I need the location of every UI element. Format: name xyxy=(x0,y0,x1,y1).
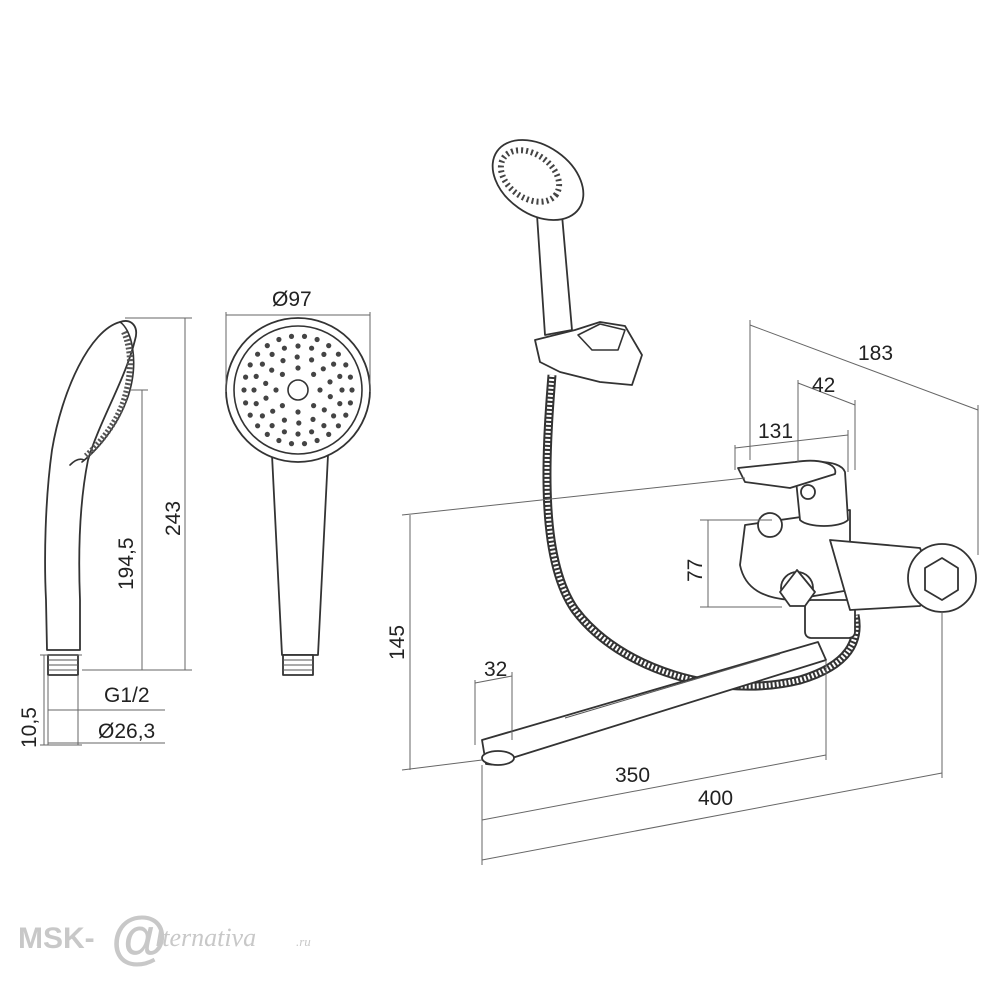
nozzle-dot xyxy=(335,351,341,357)
dim-inner-height-label: 194,5 xyxy=(115,537,138,590)
nozzle-dot xyxy=(259,413,265,419)
nozzle-dot xyxy=(241,387,247,393)
nozzle-dot xyxy=(255,423,261,429)
nozzle-dot xyxy=(296,420,302,426)
nozzle-dot xyxy=(269,351,275,357)
nozzle-dot xyxy=(251,387,257,393)
nozzle-dot xyxy=(281,345,287,351)
handshower-side-view xyxy=(44,320,137,676)
watermark-emblem: @ xyxy=(110,906,167,971)
nozzle-dot xyxy=(255,351,261,357)
nozzle-dot xyxy=(314,336,320,343)
nozzle-dot xyxy=(343,412,349,418)
watermark-prefix: MSK- xyxy=(18,922,95,955)
nozzle-dot xyxy=(280,358,286,364)
nozzle-dot xyxy=(263,395,269,401)
nozzle-dot xyxy=(309,429,315,435)
dim-connector-diameter-label: Ø26,3 xyxy=(98,720,155,743)
watermark-domain: .ru xyxy=(296,934,311,949)
nozzle-dot xyxy=(247,412,253,418)
nozzle-dot xyxy=(311,371,317,377)
nozzle-dot xyxy=(270,408,276,414)
nozzle-dot xyxy=(321,351,327,357)
nozzle-dot xyxy=(276,437,282,444)
nozzle-dot xyxy=(301,441,308,447)
nozzle-dot xyxy=(295,365,301,371)
dim-head-diameter-label: Ø97 xyxy=(272,288,312,311)
nozzle-dot xyxy=(349,387,355,393)
spray-nozzles xyxy=(241,333,355,447)
nozzle-dot xyxy=(269,423,275,429)
mixer-spout xyxy=(481,641,827,766)
nozzle-dot xyxy=(247,362,253,368)
nozzle-dot xyxy=(253,401,259,407)
nozzle-dot xyxy=(276,336,282,343)
wall-holder xyxy=(534,321,643,386)
handshower-side-dimensions xyxy=(40,317,192,746)
dim-overall-length-label: 400 xyxy=(698,787,733,810)
nozzle-dot xyxy=(301,333,308,339)
nozzle-dot xyxy=(326,343,332,349)
nozzle-dot xyxy=(295,409,301,415)
nozzle-dot xyxy=(294,354,300,360)
nozzle-dot xyxy=(331,361,337,367)
nozzle-dot xyxy=(335,423,341,429)
nozzle-dot xyxy=(331,413,337,419)
nozzle-dot xyxy=(347,374,353,380)
nozzle-dot xyxy=(281,429,287,435)
nozzle-dot xyxy=(279,371,285,377)
nozzle-dot xyxy=(337,373,343,379)
nozzle-dot xyxy=(288,441,295,447)
dim-spout-width-label: 32 xyxy=(484,658,507,681)
shower-hose xyxy=(542,374,861,691)
nozzle-dot xyxy=(310,416,316,422)
dim-connector-height-label: 10,5 xyxy=(18,707,41,748)
nozzle-dot xyxy=(263,380,269,386)
nozzle-dot xyxy=(339,387,345,393)
dim-body-height-label: 77 xyxy=(684,559,707,582)
nozzle-dot xyxy=(320,366,326,372)
nozzle-dot xyxy=(309,357,315,363)
nozzle-dot xyxy=(253,373,259,379)
dim-depth-body-label: 131 xyxy=(758,420,793,443)
nozzle-dot xyxy=(321,423,327,429)
nozzle-dot xyxy=(288,333,295,339)
dim-thread-label: G1/2 xyxy=(104,684,150,707)
dim-total-height-label: 243 xyxy=(162,501,185,536)
nozzle-dot xyxy=(273,387,279,393)
nozzle-dot xyxy=(347,400,353,406)
dim-depth-total-label: 183 xyxy=(858,342,893,365)
watermark-logo: MSK- @ lternativa .ru xyxy=(18,906,311,971)
nozzle-dot xyxy=(311,403,317,409)
nozzle-dot xyxy=(327,379,333,385)
nozzle-dot xyxy=(327,394,333,400)
nozzle-dot xyxy=(264,343,270,349)
nozzle-dot xyxy=(343,362,349,368)
nozzle-dot xyxy=(281,417,287,423)
handshower-front-view xyxy=(225,317,371,676)
nozzle-dot xyxy=(326,431,332,437)
watermark-suffix: lternativa xyxy=(155,923,256,952)
nozzle-dot xyxy=(309,345,315,351)
nozzle-dot xyxy=(321,407,327,413)
nozzle-dot xyxy=(264,431,270,437)
nozzle-dot xyxy=(317,387,323,393)
handshower-front-dimensions xyxy=(225,312,371,392)
nozzle-dot xyxy=(279,403,285,409)
nozzle-dot xyxy=(243,400,249,406)
dim-spout-reach-label: 350 xyxy=(615,764,650,787)
nozzle-dot xyxy=(337,401,343,407)
nozzle-dot xyxy=(259,361,265,367)
dim-outlet-height-label: 145 xyxy=(386,625,409,660)
mixer-dimensions xyxy=(401,320,979,865)
mixer-handshower xyxy=(491,139,585,336)
nozzle-dot xyxy=(295,431,301,437)
nozzle-dot xyxy=(269,367,275,373)
mixer-body xyxy=(737,459,977,639)
nozzle-dot xyxy=(314,437,320,444)
nozzle-dot xyxy=(243,374,249,380)
dim-depth-lever-label: 42 xyxy=(812,374,835,397)
nozzle-dot xyxy=(295,343,301,349)
